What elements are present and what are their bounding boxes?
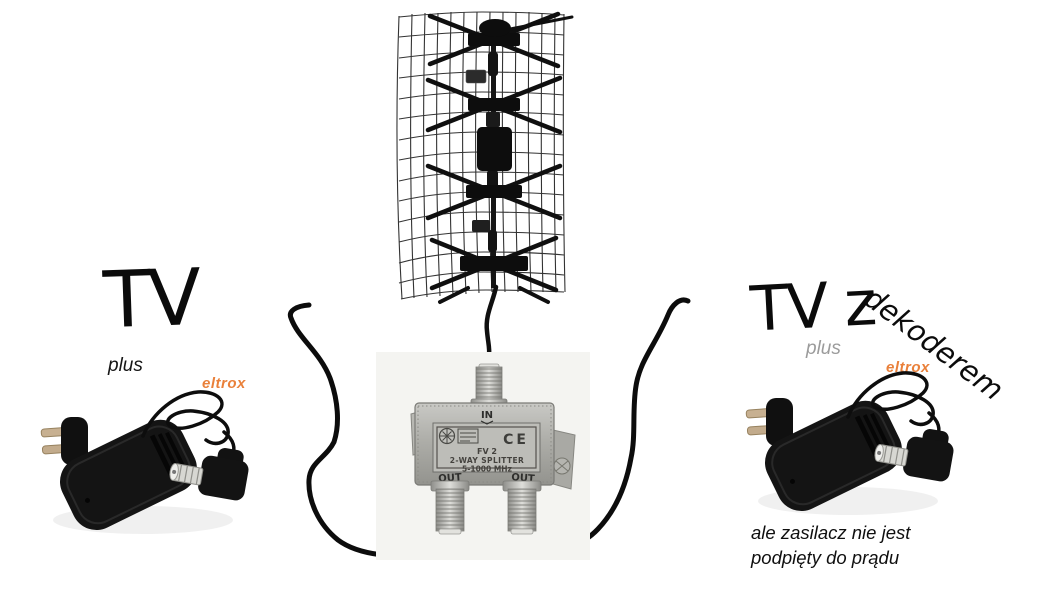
note-line-1: ale zasilacz nie jest	[751, 522, 911, 543]
boom-top-cap	[479, 19, 511, 37]
boom-section	[488, 230, 497, 252]
dipole-hub	[468, 33, 520, 46]
note-text: ale zasilacz nie jest podpięty do prądu	[751, 521, 910, 571]
in-label: IN	[481, 410, 493, 421]
antenna-cable	[484, 284, 499, 360]
amplifier-box	[477, 127, 512, 171]
boom-section	[488, 52, 498, 76]
type-label: 2-WAY SPLITTER	[450, 456, 524, 465]
model-label: FV 2	[477, 447, 497, 456]
handwritten-tv-left: TV	[101, 253, 203, 346]
ce-mark: CE	[503, 432, 529, 448]
splitter-photo: IN CE FV 2 2-WAY SPLITTER 5-1000 MHz OUT…	[376, 352, 590, 560]
dipole-hub	[460, 256, 528, 271]
watermark-right: eltrox	[886, 359, 930, 376]
brand-text-lines	[460, 432, 476, 442]
power-supply-left-photo	[39, 390, 254, 541]
mesh-reflector	[396, 11, 566, 300]
bandwidth-label: 5-1000 MHz	[462, 465, 512, 474]
power-supply-right-photo	[744, 371, 959, 522]
body-stipple	[417, 405, 552, 483]
f-connector-in	[470, 363, 508, 409]
boss-knurl	[555, 460, 569, 472]
in-arrow	[480, 420, 494, 425]
watermark-left: eltrox	[202, 375, 246, 392]
plus-label-left: plus	[108, 355, 143, 376]
plate-border	[436, 426, 537, 469]
brand-logo-glyph	[440, 429, 454, 443]
plus-label-right-faded: plus	[806, 338, 841, 359]
antenna-photo	[396, 11, 574, 360]
note-line-2: podpięty do prądu	[751, 546, 900, 568]
dipole-hub	[468, 98, 520, 111]
amplifier-connector	[486, 112, 500, 127]
dipole-hub	[466, 185, 522, 198]
handwritten-tv-right: TV z	[747, 266, 876, 345]
handwritten-dekoderem: dekoderem	[858, 280, 1010, 406]
brand-text-box	[457, 428, 479, 444]
f-connector-out-right	[502, 480, 542, 535]
f-connector-out-left	[430, 480, 470, 535]
boom-clamp	[472, 220, 490, 232]
boom-clamp	[465, 69, 487, 84]
